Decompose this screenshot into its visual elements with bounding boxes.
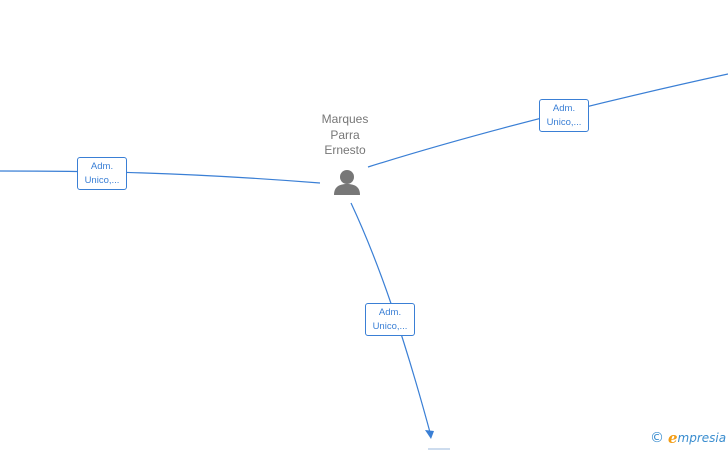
- brand-watermark: © e mpresia: [650, 430, 726, 446]
- edge-label-role: Adm.: [552, 103, 576, 114]
- brand-logo-initial: e: [668, 429, 678, 447]
- person-name[interactable]: Marques Parra Ernesto: [304, 112, 386, 159]
- person-icon[interactable]: [334, 170, 360, 195]
- edge-label-type: Unico,...: [84, 175, 120, 186]
- edge-label-right[interactable]: Adm. Unico,...: [539, 99, 589, 132]
- edge-label-left[interactable]: Adm. Unico,...: [77, 157, 127, 190]
- edge-label-role: Adm.: [90, 161, 114, 172]
- brand-logo-text: mpresia: [677, 431, 727, 445]
- person-name-line: Marques: [321, 112, 369, 126]
- person-name-line: Parra: [330, 127, 360, 142]
- person-name-line: Ernesto: [324, 143, 366, 157]
- copyright-icon: ©: [650, 430, 664, 446]
- edge-label-role: Adm.: [378, 307, 402, 318]
- edge-line-left: [0, 170, 321, 184]
- edge-label-type: Unico,...: [546, 117, 582, 128]
- edge-label-down[interactable]: Adm. Unico,...: [365, 303, 415, 336]
- arrow-head-icon: [425, 430, 434, 439]
- edge-label-type: Unico,...: [372, 321, 408, 332]
